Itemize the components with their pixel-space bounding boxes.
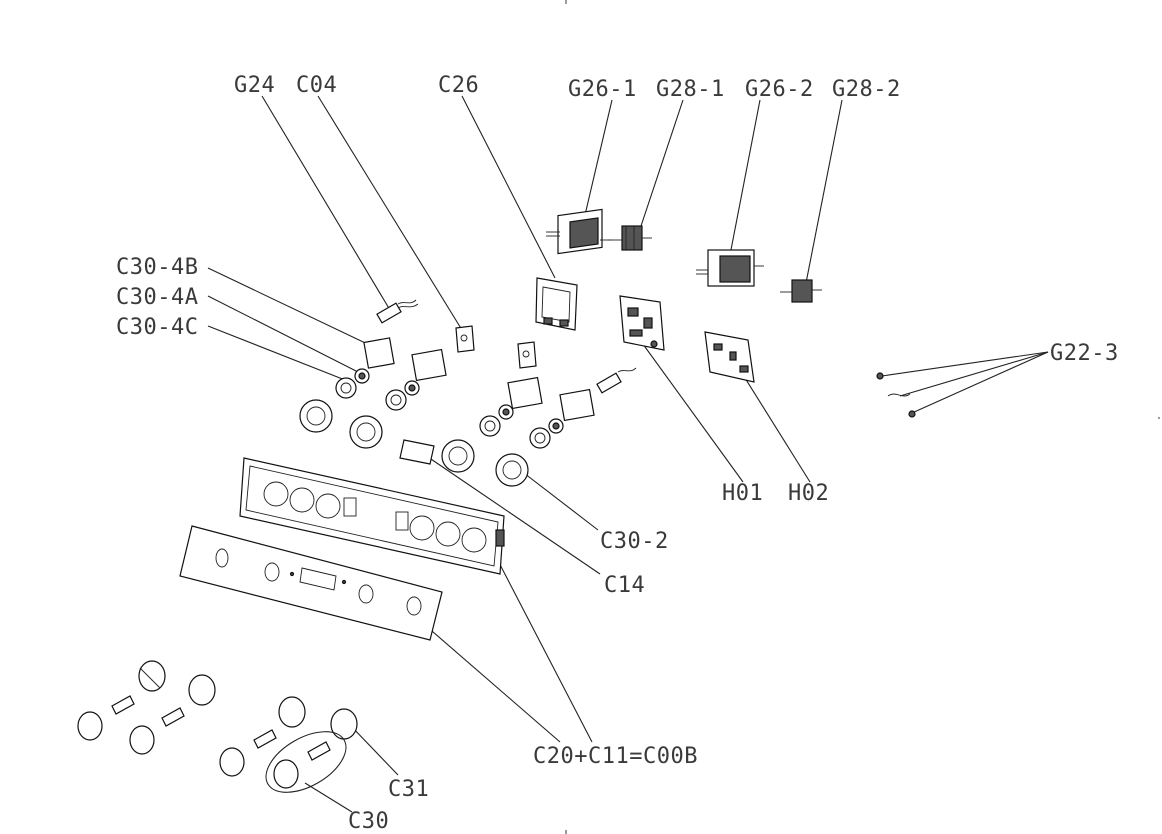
callout-labels: G24 C04 C26 G26-1 G28-1 G26-2 G28-2 C30-…: [116, 73, 1119, 834]
part-g24: [376, 299, 419, 324]
switch-g28-1: [608, 225, 652, 251]
label-h02: H02: [788, 481, 829, 506]
leader-lines: [207, 95, 1049, 813]
part-c04: [455, 325, 475, 353]
label-c30-4a: C30-4A: [116, 285, 198, 310]
front-panel-c20: [179, 525, 443, 641]
part-g24-lower: [596, 367, 637, 394]
bracket-c26: [535, 277, 578, 331]
knob-set: [77, 660, 358, 793]
label-c20-c11-c00b: C20+C11=C00B: [533, 744, 698, 769]
label-c31: C31: [388, 777, 429, 802]
rotary-assemblies: [299, 337, 595, 487]
label-h01: H01: [722, 481, 763, 506]
label-g26-2: G26-2: [745, 77, 814, 102]
label-c30-4c: C30-4C: [116, 315, 198, 340]
switch-g26-2: [696, 249, 764, 287]
label-c26: C26: [438, 73, 479, 98]
switch-g26-1: [546, 208, 612, 255]
plate-c14: [399, 439, 435, 465]
label-c30-4b: C30-4B: [116, 255, 198, 280]
label-g28-2: G28-2: [832, 77, 901, 102]
label-c30-2: C30-2: [600, 529, 669, 554]
control-panel-frame: [239, 457, 505, 575]
board-h01: [619, 295, 665, 351]
label-g24: G24: [234, 73, 275, 98]
label-g22-3: G22-3: [1050, 341, 1119, 366]
part-g22-3: [876, 372, 916, 418]
part-c04-lower: [517, 341, 537, 369]
label-g26-1: G26-1: [568, 77, 637, 102]
label-g28-1: G28-1: [656, 77, 725, 102]
switch-g28-2: [780, 279, 822, 303]
board-h02: [704, 331, 755, 383]
label-c04: C04: [296, 73, 337, 98]
label-c30: C30: [348, 809, 389, 834]
label-c14: C14: [604, 573, 645, 598]
